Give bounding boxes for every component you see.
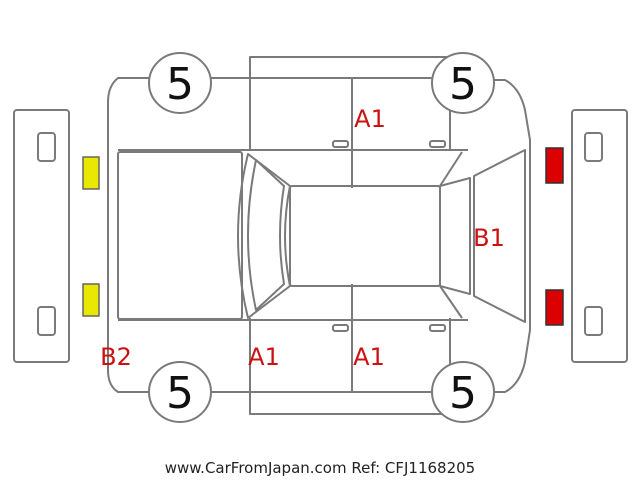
tire-rear-right: 5 [431,361,495,423]
hood [117,151,243,320]
rear-bumper [571,109,628,363]
roof [289,185,441,287]
tire-rear-left-number: 5 [449,59,477,110]
front-bumper [13,109,70,363]
damage-code-front-corner: B2 [100,343,132,371]
tire-front-right: 5 [148,361,212,423]
damage-code-left-front: A1 [248,343,280,371]
windshield [237,153,291,319]
front-headlight-marker [82,283,100,317]
rear-window [439,149,526,323]
tire-front-left: 5 [148,52,212,114]
tire-front-right-number: 5 [166,368,194,419]
damage-code-roof: A1 [354,105,386,133]
tire-front-left-number: 5 [166,59,194,110]
footer-reference: www.CarFromJapan.com Ref: CFJ1168205 [165,459,475,477]
rear-taillight-marker [545,289,564,326]
tire-rear-right-number: 5 [449,368,477,419]
damage-code-rear-glass: B1 [473,224,505,252]
tire-rear-left: 5 [431,52,495,114]
rear-taillight-marker [545,147,564,184]
damage-code-left-rear: A1 [353,343,385,371]
front-headlight-marker [82,156,100,190]
